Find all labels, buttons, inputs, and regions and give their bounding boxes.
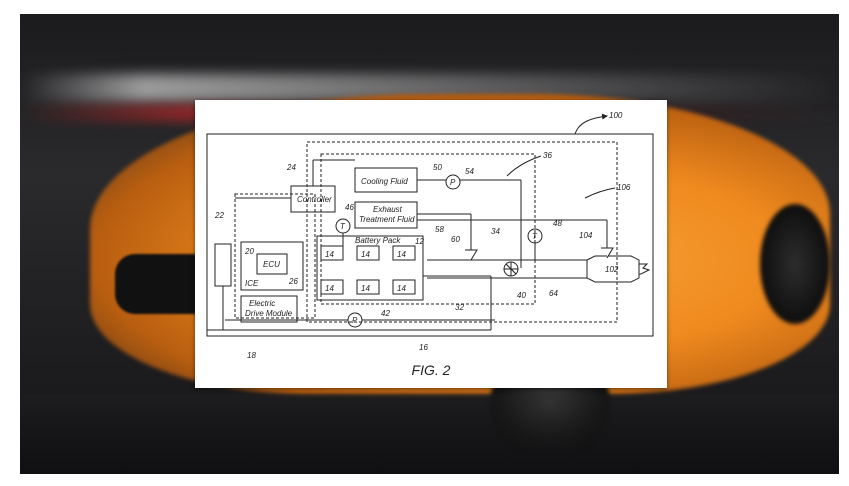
label-ice: ICE [245,279,259,288]
ref-34: 34 [491,227,500,236]
edm-box [240,295,298,323]
pump-54 [445,174,461,190]
ref-48: 48 [553,219,562,228]
injector-104 [601,220,614,259]
ref-46: 46 [345,203,354,212]
ecu-box [256,253,288,275]
leader-36 [506,155,542,177]
cell-2 [356,245,380,261]
cell-5 [356,279,380,295]
ref-64: 64 [549,289,558,298]
label-pump-42: P [352,316,358,325]
patent-figure-svg: Controller Cooling Fluid Exhaust Treatme… [206,111,654,360]
battery-pack-box [316,235,424,301]
label-cell: 14 [397,250,406,259]
label-cell: 14 [361,284,370,293]
dashed-region-outer [306,141,618,323]
ref-106: 106 [617,183,631,192]
label-edm-1: Electric [249,299,275,308]
ref-50: 50 [433,163,442,172]
label-battery-pack: Battery Pack [355,236,401,245]
component-22 [214,243,232,287]
cell-6 [392,279,416,295]
ref-100: 100 [609,111,623,120]
car-rear-wheel [760,204,830,324]
exhaust-fluid-box [354,201,418,229]
leader-100 [574,113,608,135]
ref-16: 16 [419,343,428,352]
label-cell: 14 [397,284,406,293]
ref-18: 18 [247,351,256,360]
label-temp-48: T [532,232,538,241]
ref-24: 24 [286,163,296,172]
ref-22: 22 [214,211,224,220]
cell-4 [320,279,344,295]
ref-54: 54 [465,167,474,176]
ref-20: 20 [244,247,254,256]
cell-3 [392,245,416,261]
label-cell: 14 [325,284,334,293]
ref-36: 36 [543,151,552,160]
leader-106 [584,187,616,199]
ref-42: 42 [381,309,390,318]
system-boundary [206,133,654,337]
ref-58: 58 [435,225,444,234]
ref-60: 60 [451,235,460,244]
cell-1 [320,245,344,261]
figure-caption: FIG. 2 [411,362,451,378]
dashed-region-inner [320,153,536,305]
injector-60 [465,214,478,261]
ref-104: 104 [579,231,593,240]
label-edm-2: Drive Module [245,309,293,318]
label-cooling-fluid: Cooling Fluid [361,177,408,186]
patent-diagram: Controller Cooling Fluid Exhaust Treatme… [195,100,667,388]
ice-box [240,241,304,291]
label-ecu: ECU [263,260,280,269]
label-cell: 14 [361,250,370,259]
ref-26: 26 [288,277,298,286]
label-temp-46: T [340,222,346,231]
label-exhaust-2: Treatment Fluid [359,215,415,224]
ref-40: 40 [517,291,526,300]
label-exhaust-1: Exhaust [373,205,403,214]
dashed-region-left [234,193,316,319]
label-controller: Controller [297,195,332,204]
label-pump-54: P [450,178,456,187]
ref-102: 102 [605,265,619,274]
label-cell: 14 [325,250,334,259]
road [20,394,839,474]
ref-32: 32 [455,303,464,312]
ref-12: 12 [415,237,424,246]
